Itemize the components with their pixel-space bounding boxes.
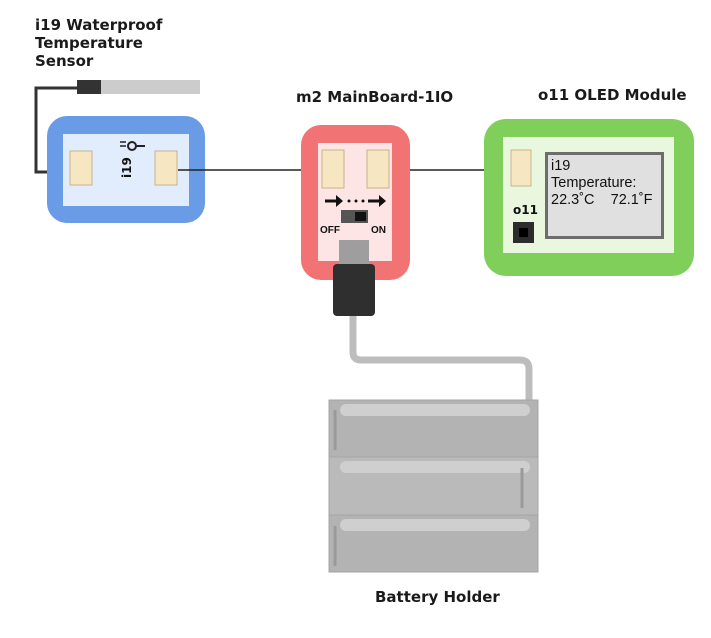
power-switch[interactable] <box>341 210 368 223</box>
thermometer-icon <box>120 141 145 151</box>
oled-module[interactable]: o11 <box>484 119 694 276</box>
usb-port <box>339 240 369 266</box>
sensor-probe-tip <box>77 80 101 94</box>
oled-line-1: i19 <box>551 158 571 174</box>
oled-module-label: o11 OLED Module <box>538 86 687 104</box>
mainboard-connector-out <box>366 149 390 189</box>
oled-chip-label: o11 <box>513 203 538 217</box>
switch-off-label: OFF <box>320 225 340 236</box>
battery-holder-label: Battery Holder <box>375 588 500 606</box>
oled-connector <box>510 149 532 187</box>
power-cable <box>349 316 533 402</box>
oled-line-2: Temperature: <box>551 175 637 191</box>
sensor-connector-left <box>69 150 93 186</box>
arrow-right-icon <box>325 195 386 207</box>
sensor-module[interactable]: i19 <box>47 116 205 223</box>
sensor-chip-label: i19 <box>120 157 134 178</box>
battery-holder <box>328 399 539 573</box>
sensor-probe <box>77 80 200 94</box>
mainboard-module[interactable]: OFF ON <box>301 125 410 280</box>
mainboard-module-label: m2 MainBoard-1IO <box>296 88 454 106</box>
mainboard-connector-in <box>321 149 345 189</box>
switch-on-label: ON <box>371 225 386 236</box>
sensor-connector-right <box>154 150 178 186</box>
oled-screen-text: i19 Temperature: 22.3˚C 72.1˚F <box>551 158 661 209</box>
sensor-module-label: i19 Waterproof Temperature Sensor <box>35 16 163 70</box>
oled-screen <box>548 155 661 236</box>
oled-line-3: 22.3˚C 72.1˚F <box>551 192 653 208</box>
usb-plug <box>333 264 375 316</box>
